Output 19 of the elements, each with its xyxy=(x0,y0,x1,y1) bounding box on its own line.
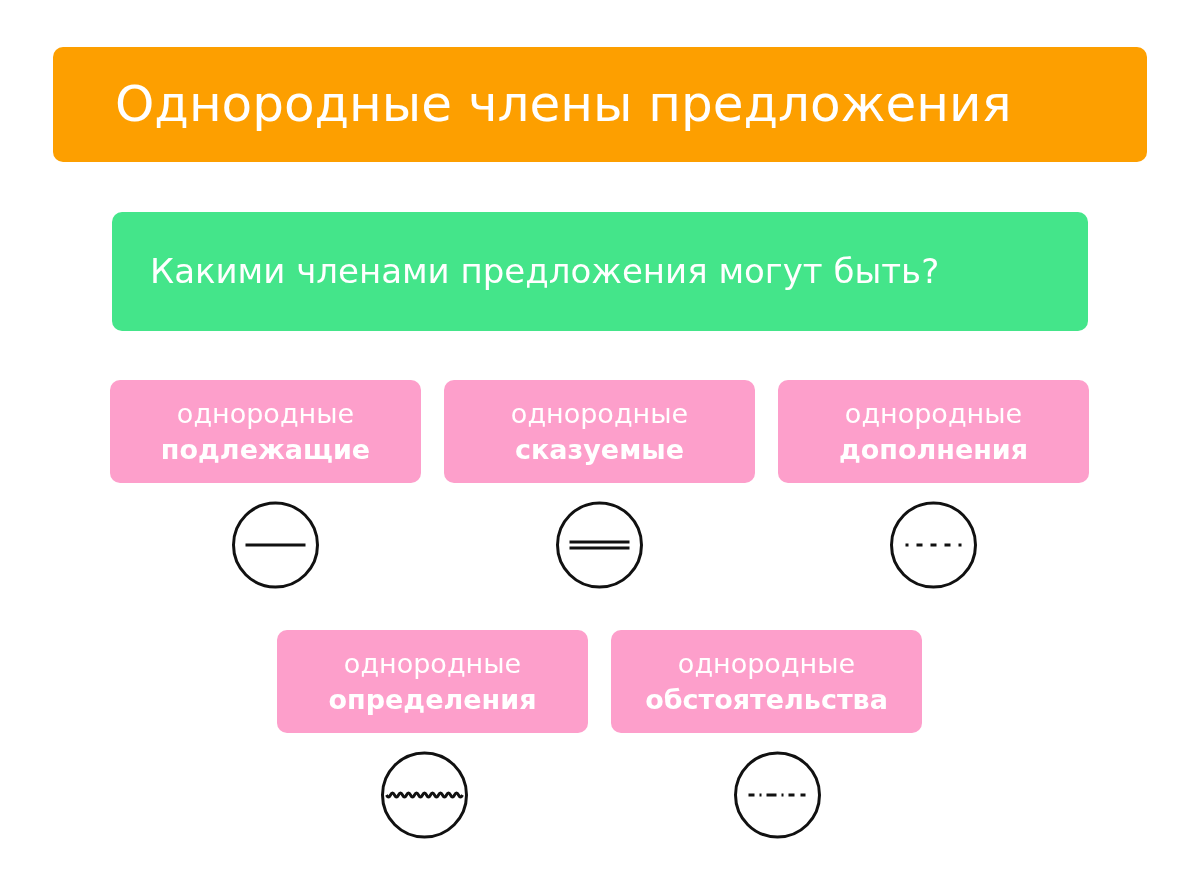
card-subtitle: однородные xyxy=(510,397,689,432)
category-card xyxy=(778,380,1089,483)
card-heading: сказуемые xyxy=(515,432,684,467)
card-heading: подлежащие xyxy=(160,432,371,467)
title-banner xyxy=(53,47,1147,162)
title-text: Однородные члены предложения xyxy=(115,74,1012,135)
card-subtitle: однородные xyxy=(176,397,355,432)
category-card xyxy=(444,380,755,483)
card-heading: определения xyxy=(328,682,537,717)
category-card xyxy=(611,630,922,733)
question-text: Какими членами предложения могут быть? xyxy=(150,250,940,294)
category-card xyxy=(110,380,421,483)
card-subtitle: однородные xyxy=(677,647,856,682)
category-card xyxy=(277,630,588,733)
card-heading: обстоятельства xyxy=(645,682,888,717)
card-heading: дополнения xyxy=(838,432,1029,467)
card-subtitle: однородные xyxy=(343,647,522,682)
question-banner xyxy=(112,212,1088,331)
card-subtitle: однородные xyxy=(844,397,1023,432)
